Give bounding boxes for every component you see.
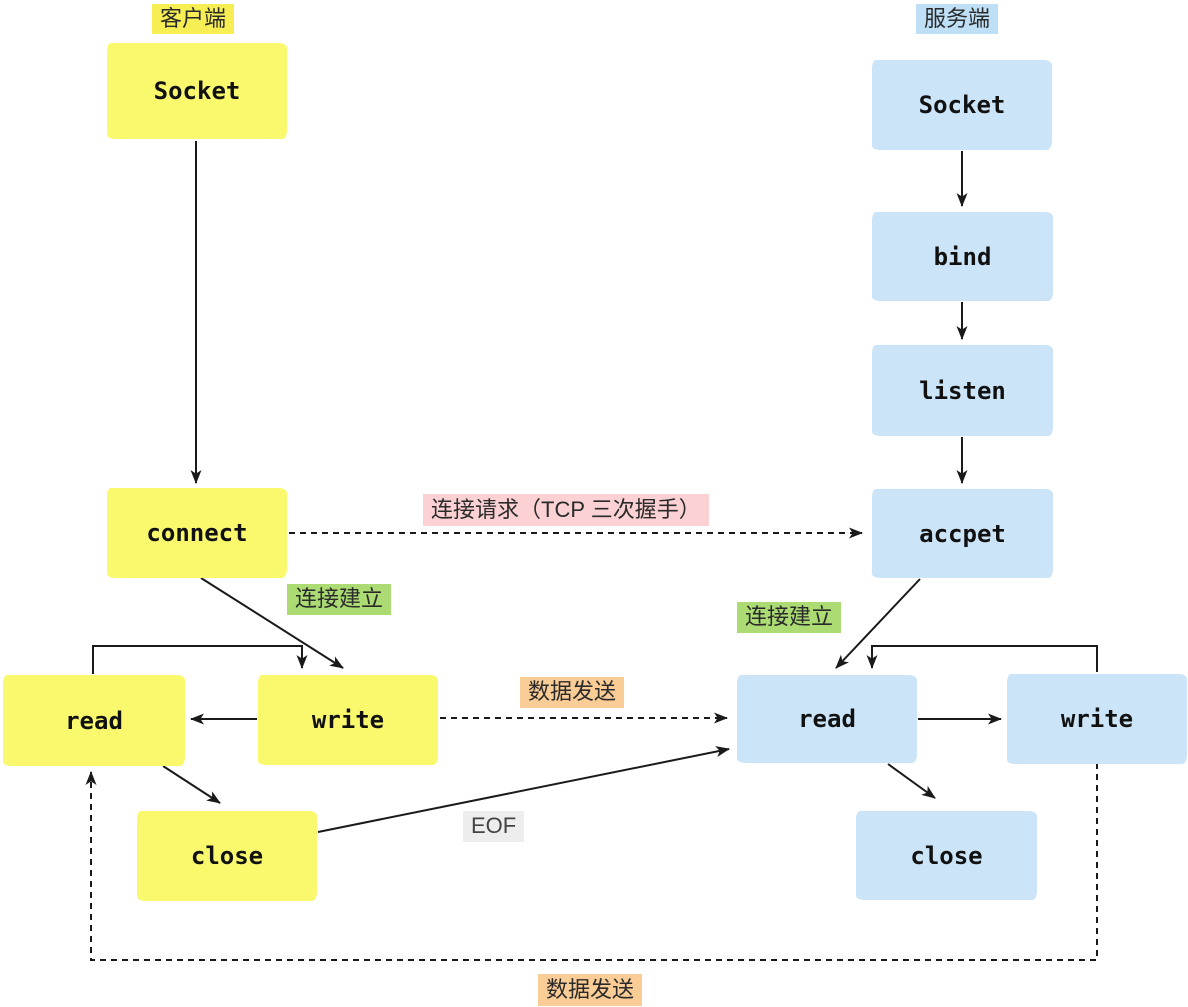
data-send-request-label: 数据发送 — [520, 677, 625, 708]
eof-label: EOF — [463, 811, 525, 842]
server-close-node: close — [856, 811, 1037, 900]
client-column-header: 客户端 — [152, 4, 235, 34]
server-accept-node: accpet — [872, 489, 1053, 578]
arrow-server-accept-to-read — [835, 578, 921, 669]
client-write-node: write — [258, 675, 438, 765]
server-write-node: write — [1007, 674, 1187, 764]
arrow-connect-to-client-write — [200, 577, 344, 669]
handshake-label: 连接请求（TCP 三次握手） — [423, 494, 709, 526]
connection-established-server-label: 连接建立 — [737, 602, 842, 633]
connection-established-client-label: 连接建立 — [287, 584, 392, 615]
arrow-server-read-to-close — [887, 763, 936, 799]
data-send-response-label: 数据发送 — [538, 974, 643, 1006]
server-bind-node: bind — [872, 212, 1053, 301]
arrow-server-write-loop-to-read — [866, 645, 1098, 672]
server-listen-node: listen — [872, 345, 1053, 436]
arrow-client-close-to-server-read-eof — [317, 746, 730, 833]
server-read-node: read — [737, 675, 917, 763]
arrow-client-read-loop-to-write — [92, 645, 308, 674]
client-close-node: close — [137, 811, 317, 901]
client-connect-node: connect — [107, 488, 287, 578]
client-read-node: read — [3, 675, 185, 766]
server-socket-node: Socket — [872, 60, 1052, 150]
arrow-client-read-to-close — [162, 765, 221, 804]
client-socket-node: Socket — [107, 43, 287, 139]
server-column-header: 服务端 — [916, 4, 999, 34]
